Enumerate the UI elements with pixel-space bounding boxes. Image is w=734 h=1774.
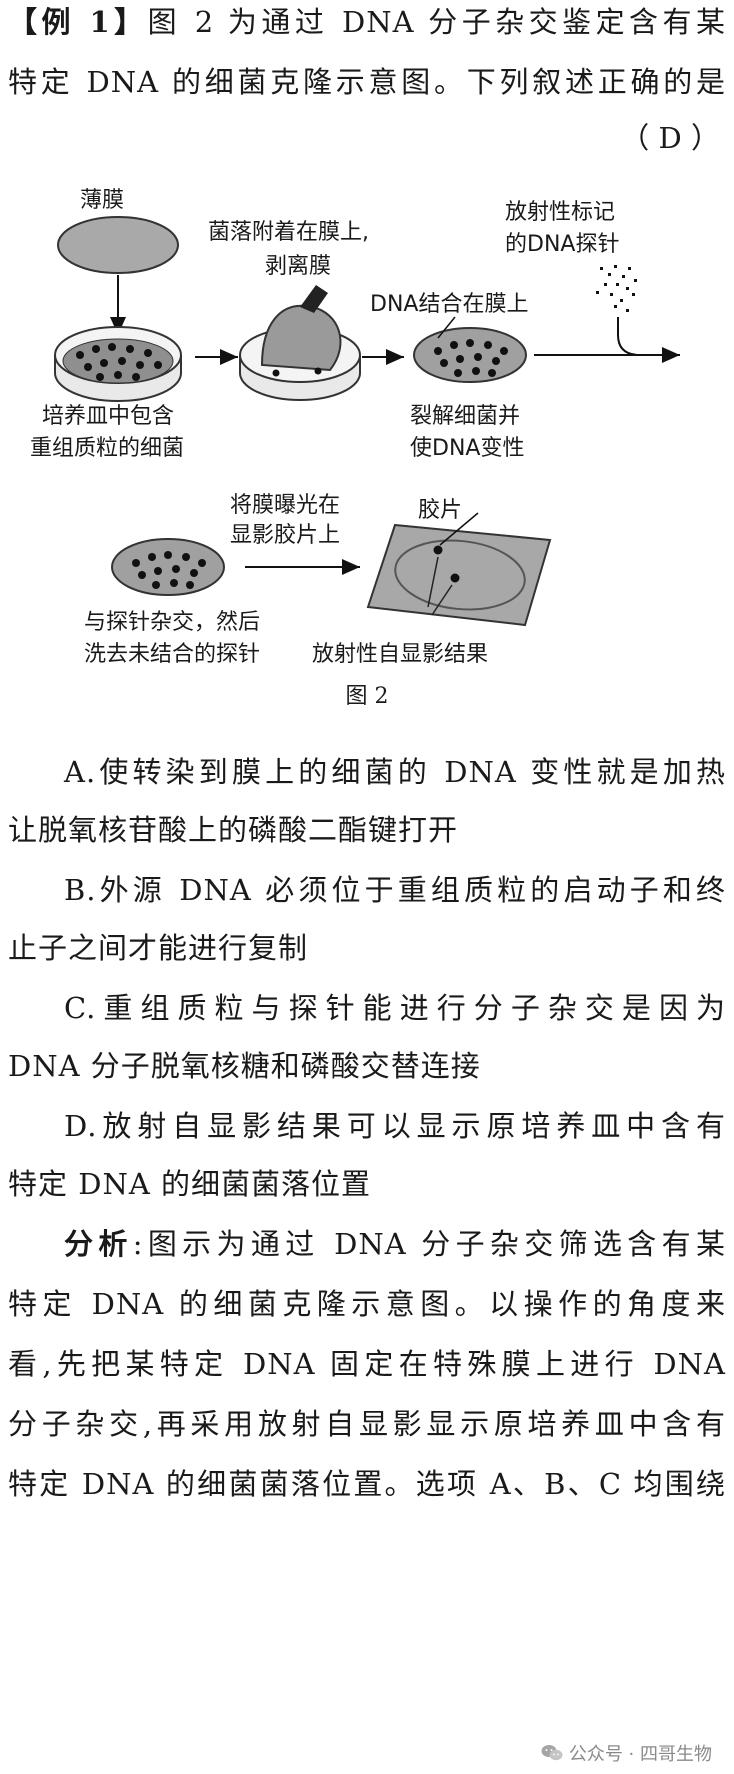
label-dna-bind: DNA结合在膜上 — [370, 292, 529, 317]
membrane-disc — [57, 216, 179, 274]
label-membrane: 薄膜 — [80, 188, 125, 213]
example-label: 【例 1】 — [8, 5, 148, 39]
option-c-line-2: DNA 分子脱氧核糖和磷酸交替连接 — [8, 1049, 481, 1083]
analysis-line-4: 分子杂交,再采用放射自显影显示原培养皿中含有 — [8, 1407, 726, 1441]
label-expose-2: 显影胶片上 — [230, 523, 341, 548]
analysis-line-3: 看,先把某特定 DNA 固定在特殊膜上进行 DNA — [8, 1347, 726, 1381]
label-probe-2: 的DNA探针 — [505, 232, 620, 257]
film-result — [366, 512, 552, 627]
analysis-text-1: :图示为通过 DNA 分子杂交筛选含有某 — [132, 1227, 726, 1261]
question-text-1: 图 2 为通过 DNA 分子杂交鉴定含有某 — [147, 5, 726, 39]
analysis-line-2: 特定 DNA 的细菌克隆示意图。以操作的角度来 — [8, 1287, 726, 1321]
option-c-line-1: C.重组质粒与探针能进行分子杂交是因为 — [64, 991, 726, 1025]
figure-illustration — [54, 216, 680, 627]
watermark-text: 公众号 · 四哥生物 — [568, 1744, 712, 1765]
analysis-line-1: 分析:图示为通过 DNA 分子杂交筛选含有某 — [64, 1224, 726, 1264]
label-lyse-1: 裂解细菌并 — [410, 404, 521, 429]
option-a-line-1: A.使转染到膜上的细菌的 DNA 变性就是加热 — [64, 755, 726, 789]
watermark: 公众号 · 四哥生物 — [541, 1740, 712, 1766]
figure-caption: 图 2 — [345, 684, 389, 709]
label-hybrid-1: 与探针杂交，然后 — [84, 610, 261, 635]
option-a-line-2: 让脱氧核苷酸上的磷酸二酯键打开 — [8, 813, 459, 847]
question-line-1: 【例 1】图 2 为通过 DNA 分子杂交鉴定含有某 — [8, 2, 726, 42]
figure-2: 薄膜 菌落附着在膜上, 剥离膜 放射性标记 的DNA探针 DNA结合在膜上 培养… — [0, 188, 734, 805]
dna-membrane — [413, 316, 527, 383]
culture-dish-1 — [54, 326, 182, 402]
probe-arrow — [617, 317, 680, 363]
probe-dots — [596, 265, 637, 312]
label-expose-1: 将膜曝光在 — [230, 493, 341, 518]
option-b-line-1: B.外源 DNA 必须位于重组质粒的启动子和终 — [64, 873, 726, 907]
label-colonies-1: 菌落附着在膜上, — [208, 220, 369, 245]
question-line-2: 特定 DNA 的细菌克隆示意图。下列叙述正确的是 — [8, 65, 726, 99]
analysis-line-5: 特定 DNA 的细菌菌落位置。选项 A、B、C 均围绕 — [8, 1467, 726, 1501]
option-b-line-2: 止子之间才能进行复制 — [8, 931, 309, 965]
label-dish-2: 重组质粒的细菌 — [30, 436, 185, 461]
answer-bracket: （ D ） — [620, 121, 720, 155]
label-hybrid-2: 洗去未结合的探针 — [84, 642, 261, 667]
culture-dish-2 — [239, 285, 361, 401]
analysis-label: 分析 — [64, 1227, 133, 1261]
label-dish-1: 培养皿中包含 — [42, 404, 175, 429]
label-probe-1: 放射性标记 — [505, 200, 616, 225]
label-result: 放射性自显影结果 — [312, 642, 489, 667]
wechat-icon — [541, 1745, 563, 1761]
hybrid-membrane — [111, 538, 225, 596]
option-d-line-2: 特定 DNA 的细菌菌落位置 — [8, 1167, 372, 1201]
label-film: 胶片 — [418, 498, 463, 523]
label-colonies-2: 剥离膜 — [265, 254, 332, 279]
label-lyse-2: 使DNA变性 — [410, 436, 525, 461]
option-d-line-1: D.放射自显影结果可以显示原培养皿中含有 — [64, 1109, 726, 1143]
